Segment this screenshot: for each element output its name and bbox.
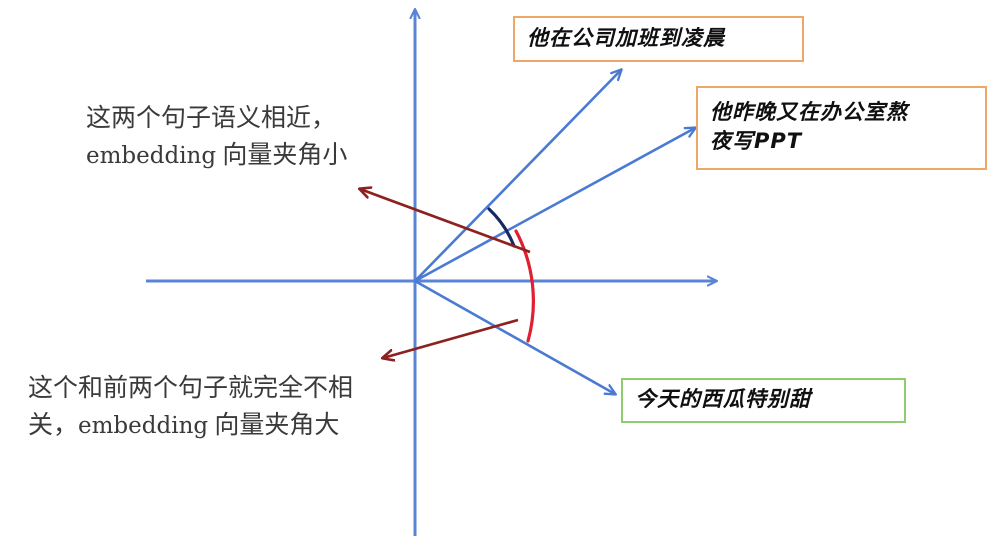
annotation-bottom-line-2: 关，embedding 向量夹角大 [28,407,353,445]
sentence-label-box-3[interactable]: 今天的西瓜特别甜 [621,378,906,423]
vector-sentence-1 [414,70,621,282]
vector-sentence-2 [414,128,695,283]
sentence-label-1-line-1: 他在公司加班到凌晨 [527,25,725,50]
annotation-unrelated-vector: 这个和前两个句子就完全不相 关，embedding 向量夹角大 [28,370,353,445]
small-angle-arc [487,207,516,248]
vector-sentence-3 [414,279,615,394]
annotation-similar-vectors: 这两个句子语义相近， embedding 向量夹角小 [86,100,347,175]
annotation-top-line-1: 这两个句子语义相近， [86,105,337,132]
annotation-bottom-line-2-prefix: 关， [28,412,79,439]
large-angle-arc [514,229,535,343]
annotation-arrow-top [360,189,531,254]
annotation-top-line-2: embedding 向量夹角小 [86,137,347,175]
annotation-top-term: embedding [86,143,217,169]
sentence-label-2-line-2: 夜写PPT [710,129,803,153]
sentence-label-box-2[interactable]: 他昨晚又在办公室熬 夜写PPT [696,86,987,170]
annotation-arrow-bottom [383,318,519,358]
annotation-bottom-line-2-rest: 向量夹角大 [208,412,340,439]
sentence-label-2-line-1: 他昨晚又在办公室熬 [710,100,908,124]
annotation-top-line-2-rest: 向量夹角小 [216,142,348,169]
sentence-label-3-line-1: 今天的西瓜特别甜 [635,387,811,411]
annotation-bottom-line-1: 这个和前两个句子就完全不相 [28,375,354,402]
annotation-bottom-term: embedding [78,413,209,439]
sentence-label-box-1[interactable]: 他在公司加班到凌晨 [513,16,804,62]
